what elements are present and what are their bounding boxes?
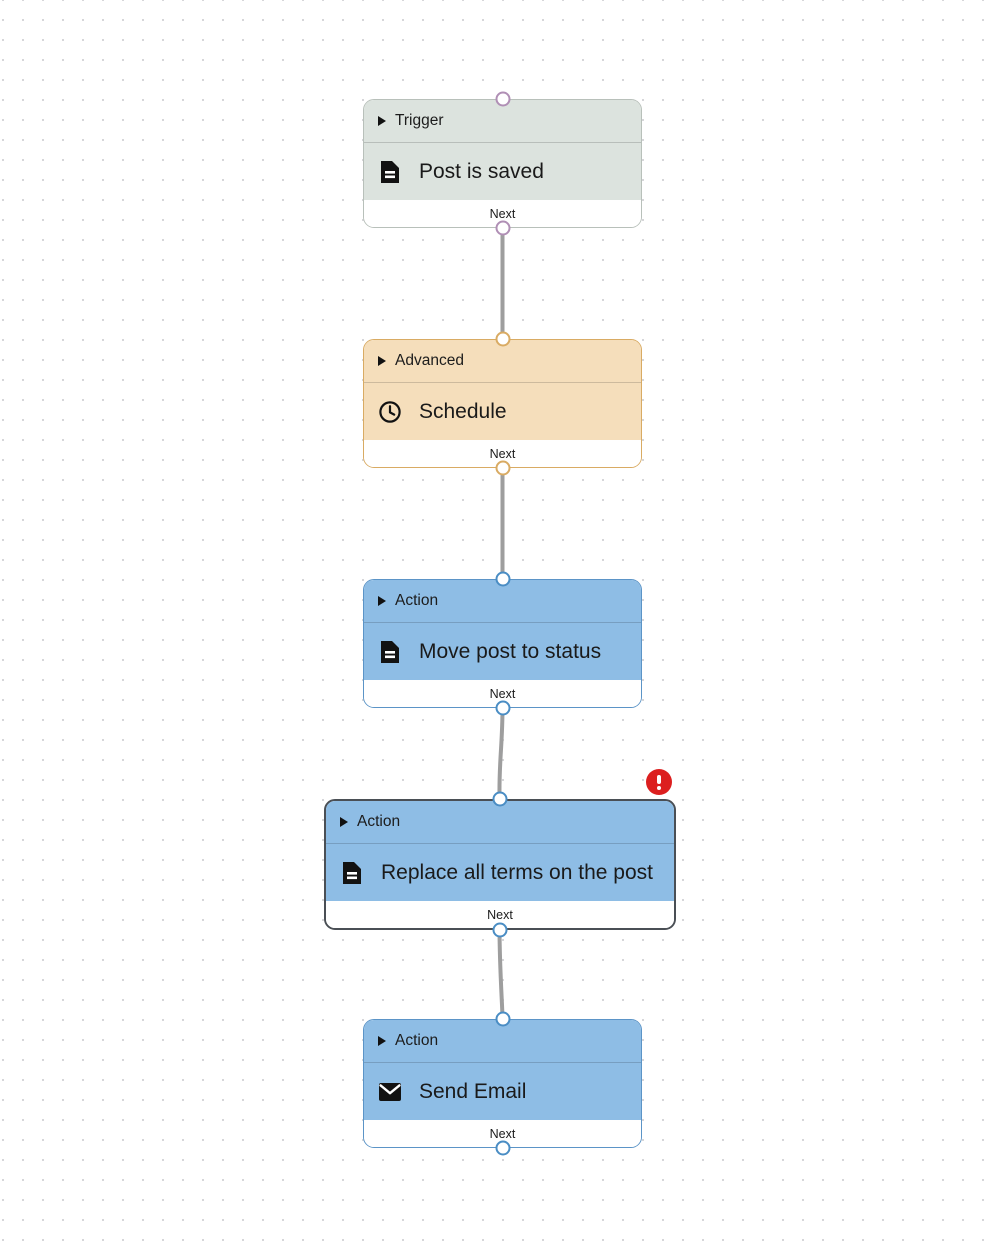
envelope-icon (378, 1080, 402, 1104)
error-badge[interactable] (646, 769, 672, 795)
node-title-row[interactable]: Schedule (364, 382, 641, 440)
node-category-label: Action (357, 813, 401, 830)
node-handle-target[interactable] (495, 331, 510, 347)
node-header[interactable]: Action (364, 1020, 641, 1062)
node-header[interactable]: Trigger (364, 100, 641, 142)
node-title-row[interactable]: Move post to status (364, 622, 641, 680)
document-icon (378, 640, 402, 664)
node-title-row[interactable]: Send Email (364, 1062, 641, 1120)
node-handle-target[interactable] (495, 91, 510, 107)
node-handle-source[interactable] (495, 220, 510, 236)
node-category-label: Action (395, 592, 439, 609)
node-handle-source[interactable] (492, 922, 508, 938)
edge-action-move-to-replace (497, 705, 505, 799)
node-handle-source[interactable] (495, 1140, 510, 1156)
exclamation-icon (657, 774, 661, 790)
node-next-label: Next (489, 446, 516, 461)
node-title-label: Replace all terms on the post (381, 860, 653, 884)
chevron-right-icon[interactable] (378, 596, 386, 606)
node-header[interactable]: Action (364, 580, 641, 622)
node-handle-source[interactable] (495, 460, 510, 476)
node-title-label: Schedule (419, 399, 507, 423)
document-icon (378, 160, 402, 184)
chevron-right-icon[interactable] (340, 817, 348, 827)
node-category-label: Advanced (395, 352, 464, 369)
node-next-label: Next (487, 907, 513, 922)
node-header[interactable]: Action (326, 801, 674, 843)
node-header[interactable]: Advanced (364, 340, 641, 382)
node-next-footer[interactable]: Next (326, 901, 674, 928)
edge-action-replace-to-email (497, 925, 505, 1019)
node-next-label: Next (489, 206, 516, 221)
clock-icon (378, 400, 402, 424)
chevron-right-icon[interactable] (378, 1036, 386, 1046)
chevron-right-icon[interactable] (378, 116, 386, 126)
node-handle-target[interactable] (495, 571, 510, 587)
node-handle-target[interactable] (495, 1011, 510, 1027)
node-next-label: Next (489, 1126, 516, 1141)
node-category-label: Trigger (395, 112, 444, 129)
document-icon (340, 861, 364, 885)
node-title-label: Send Email (419, 1079, 527, 1103)
node-title-row[interactable]: Post is saved (364, 142, 641, 200)
node-handle-source[interactable] (495, 700, 510, 716)
node-title-label: Post is saved (419, 159, 544, 183)
node-handle-target[interactable] (492, 791, 508, 807)
node-title-row[interactable]: Replace all terms on the post (326, 843, 674, 901)
chevron-right-icon[interactable] (378, 356, 386, 366)
node-title-label: Move post to status (419, 639, 602, 663)
node-next-label: Next (489, 686, 516, 701)
node-category-label: Action (395, 1032, 439, 1049)
